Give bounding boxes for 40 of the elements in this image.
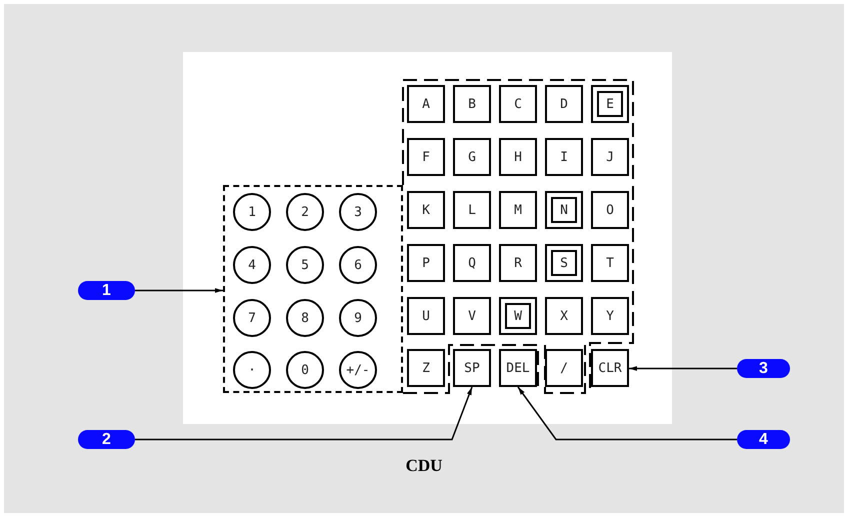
callout-number: 3 xyxy=(737,359,790,378)
callout-number: 2 xyxy=(78,430,135,449)
square-key: M xyxy=(499,191,537,229)
square-key: B xyxy=(453,85,491,123)
square-key: D xyxy=(545,85,583,123)
square-key: C xyxy=(499,85,537,123)
callout-number: 1 xyxy=(78,281,135,300)
square-key: H xyxy=(499,138,537,176)
square-key: Z xyxy=(407,349,445,387)
square-key: G xyxy=(453,138,491,176)
square-key: E xyxy=(591,85,629,123)
keypad-region xyxy=(223,185,403,393)
leader-line xyxy=(517,386,737,440)
leader-line xyxy=(135,386,473,440)
square-key: U xyxy=(407,297,445,335)
square-key: SP xyxy=(453,349,491,387)
square-key: N xyxy=(545,191,583,229)
square-key: Y xyxy=(591,297,629,335)
square-key: K xyxy=(407,191,445,229)
leader-line xyxy=(135,288,223,293)
leader-line xyxy=(629,366,737,371)
square-key: O xyxy=(591,191,629,229)
square-key: R xyxy=(499,244,537,282)
square-key: F xyxy=(407,138,445,176)
callout-number: 4 xyxy=(737,430,790,449)
square-key: P xyxy=(407,244,445,282)
square-key: W xyxy=(499,297,537,335)
square-key: V xyxy=(453,297,491,335)
square-key: A xyxy=(407,85,445,123)
square-key: CLR xyxy=(591,349,629,387)
square-key: / xyxy=(545,349,583,387)
square-key: T xyxy=(591,244,629,282)
square-key: L xyxy=(453,191,491,229)
square-key: J xyxy=(591,138,629,176)
square-key: DEL xyxy=(499,349,537,387)
diagram-caption: CDU xyxy=(404,456,444,476)
square-key: S xyxy=(545,244,583,282)
square-key: X xyxy=(545,297,583,335)
square-key: I xyxy=(545,138,583,176)
square-key: Q xyxy=(453,244,491,282)
